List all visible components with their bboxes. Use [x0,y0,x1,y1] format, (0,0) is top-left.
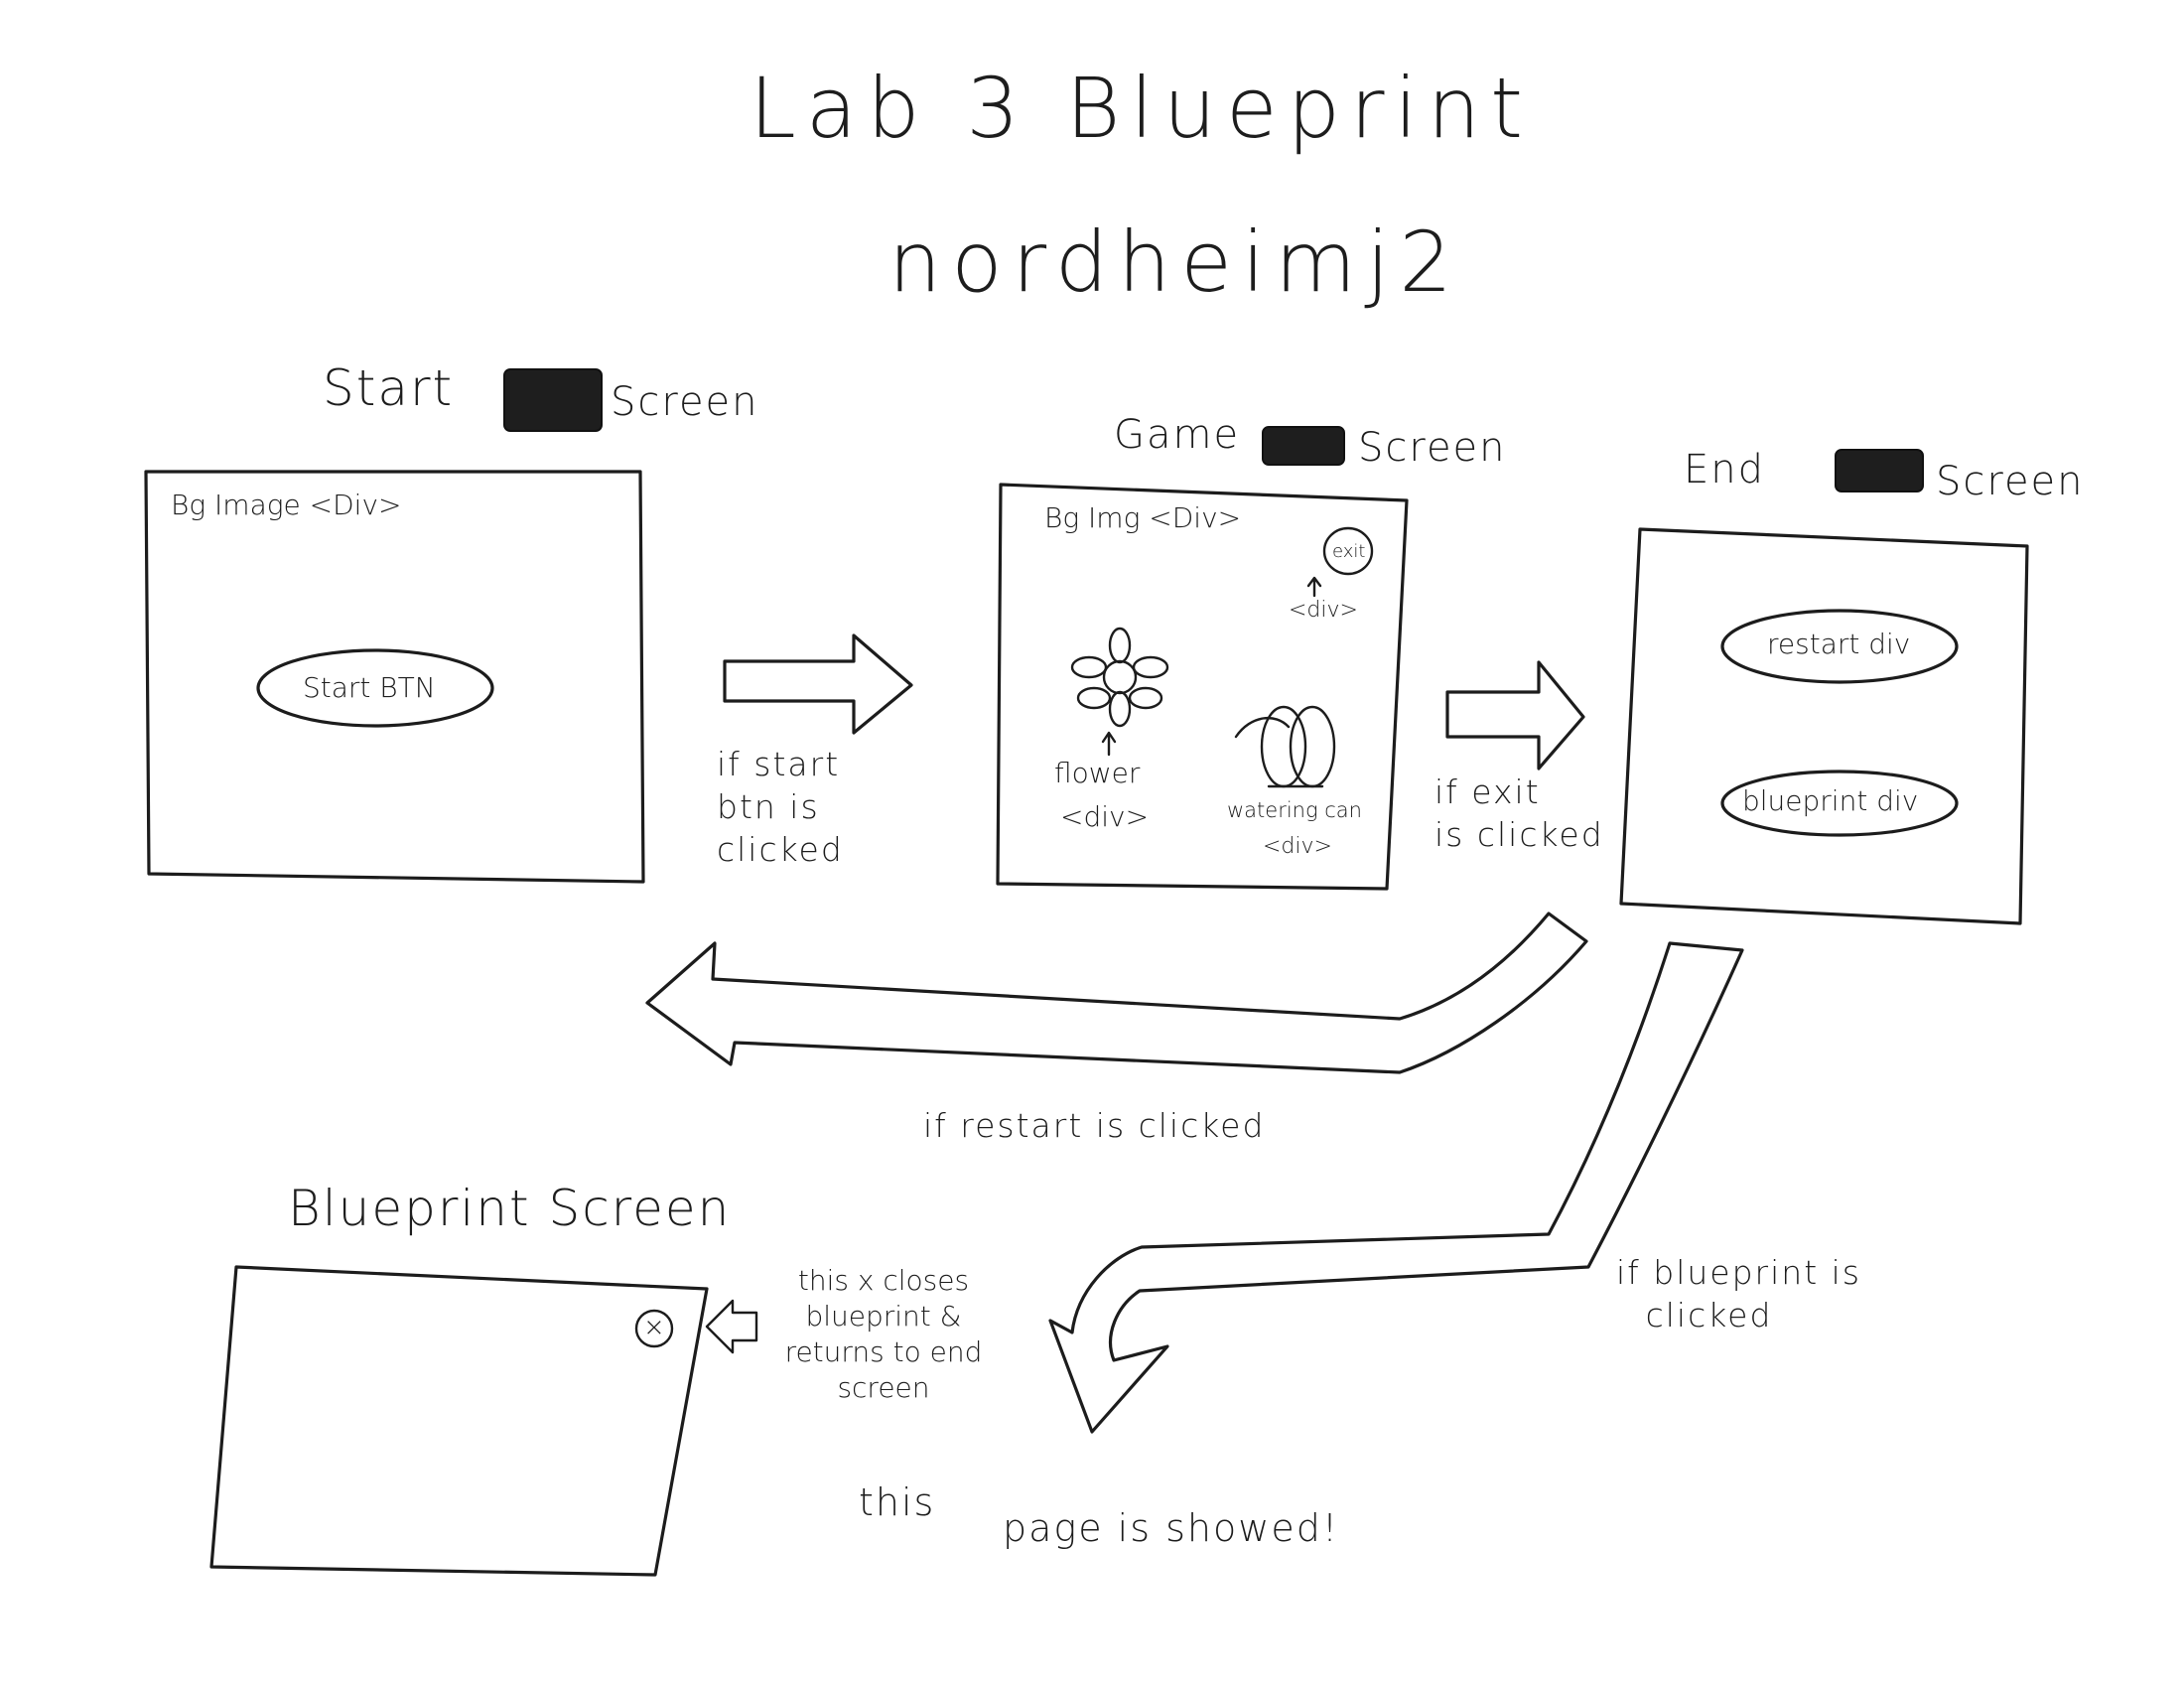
arrow-start-to-game [723,633,913,735]
start-button-oval[interactable] [256,648,494,728]
note-game-to-end-line-2: is clicked [1434,815,1604,854]
watering-can-div-note: <div> [1263,834,1332,859]
page-title: Lab 3 Blueprint [750,60,1534,157]
exit-button-oval[interactable] [1322,526,1374,576]
game-screen-heading-right: Screen [1358,425,1507,471]
note-end-to-blueprint-line-1: if blueprint is [1616,1253,1861,1292]
note-close-button: this x closes blueprint & returns to end… [764,1263,1003,1406]
watering-can-icon [1234,705,1336,788]
note-start-to-game-line-1: if start [717,745,841,783]
watering-can-label: watering can [1227,798,1362,822]
close-button-circle[interactable] [634,1309,674,1348]
flower-div-note: <div> [1060,800,1150,833]
blueprint-screen-heading: Blueprint Screen [288,1180,732,1237]
end-screen-heading-right: Screen [1936,459,2085,504]
arrow-game-to-end [1445,660,1585,771]
blueprint-screen-box [209,1265,709,1577]
arrow-end-to-blueprint [1048,941,1744,1434]
note-page-shown-part-2: page is showed! [1003,1506,1340,1550]
end-screen-heading-left: End [1684,447,1766,492]
start-bg-label: Bg Image <Div> [171,489,402,521]
exit-button-label[interactable]: exit [1332,541,1366,562]
note-start-to-game-line-3: clicked [717,830,844,869]
flower-icon [1070,627,1169,728]
end-screen-box [1619,527,2029,925]
note-close-line-4: screen [837,1371,930,1404]
note-game-to-end-line-1: if exit [1434,772,1541,811]
author-name: nordheimj2 [888,213,1462,311]
game-screen-heading-left: Game [1114,412,1241,458]
note-end-to-blueprint: if blueprint is clicked [1616,1251,1861,1336]
restart-button-oval[interactable] [1720,609,1959,684]
note-end-to-start: if restart is clicked [923,1106,1266,1145]
note-end-to-blueprint-line-2: clicked [1645,1296,1773,1334]
blueprint-button-oval[interactable] [1720,770,1959,837]
note-close-line-1: this x closes [797,1264,970,1297]
redaction-scribble-end [1835,449,1924,492]
restart-button-label[interactable]: restart div [1767,628,1911,660]
flower-label: flower [1054,757,1141,789]
game-screen-box [996,483,1409,891]
note-game-to-end: if exit is clicked [1434,771,1604,856]
note-close-line-3: returns to end [784,1335,983,1368]
game-bg-label: Bg Img <Div> [1044,501,1242,534]
note-close-line-2: blueprint & [805,1300,962,1333]
redaction-scribble-game [1262,426,1345,466]
blueprint-button-label[interactable]: blueprint div [1742,784,1919,817]
note-page-shown-part-1: this [859,1480,936,1524]
exit-pointer-arrow [1306,576,1322,598]
flower-pointer-arrow [1101,731,1117,757]
start-screen-box [144,470,645,884]
start-button-label[interactable]: Start BTN [303,671,436,704]
redaction-scribble-start [503,368,603,432]
note-start-to-game-line-2: btn is [717,787,820,826]
note-start-to-game: if start btn is clicked [717,743,844,871]
start-screen-heading-right: Screen [611,379,759,425]
start-screen-heading-left: Start [323,359,455,417]
arrow-to-close-button [705,1299,758,1354]
arrow-end-to-start [645,912,1588,1074]
close-button-symbol[interactable]: × [643,1313,665,1342]
exit-div-note: <div> [1289,598,1358,623]
